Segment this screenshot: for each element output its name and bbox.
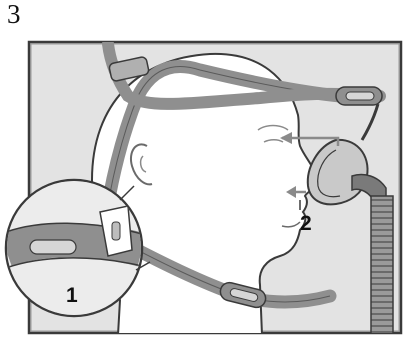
detail-inset bbox=[4, 178, 151, 318]
callout-1: 1 bbox=[66, 284, 78, 307]
mask-frame-stem bbox=[360, 103, 380, 141]
callout-2: 2 bbox=[300, 212, 312, 235]
step-number: 3 bbox=[7, 0, 21, 29]
ear-icon bbox=[130, 143, 153, 186]
top-buckle bbox=[108, 56, 150, 82]
nasal-mask-icon bbox=[306, 138, 387, 206]
air-tube-icon bbox=[370, 195, 394, 333]
